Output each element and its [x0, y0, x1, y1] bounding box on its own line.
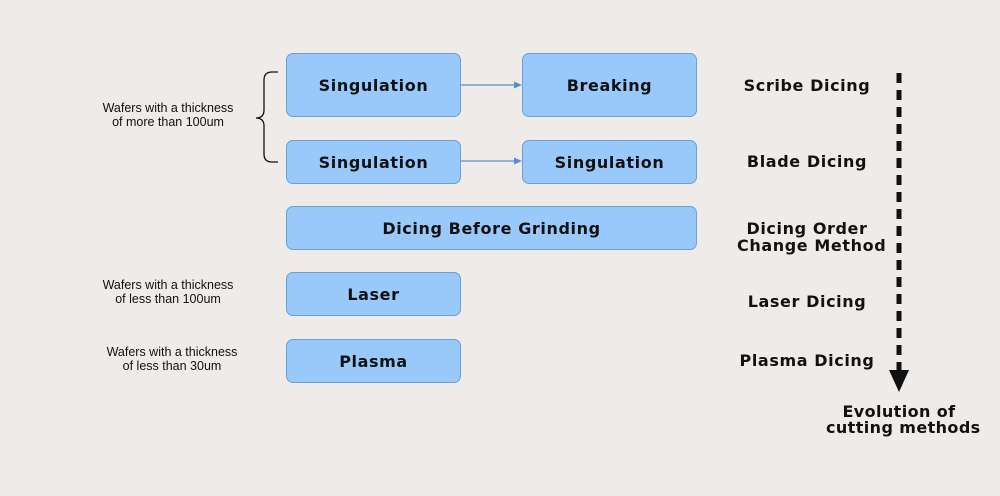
evolution-caption-line1: Evolution of: [842, 402, 956, 421]
note-thin30-wafers: Wafers with a thickness of less than 30u…: [92, 345, 252, 373]
note-thick-wafers: Wafers with a thickness of more than 100…: [88, 101, 248, 129]
method-plasma-dicing: Plasma Dicing: [739, 351, 875, 370]
note-thick-line1: Wafers with a thickness: [102, 101, 234, 115]
method-dicing-order-line2: Change Method: [737, 236, 887, 255]
blade-singulation-box-2: Singulation: [522, 140, 697, 184]
method-dicing-order-line1: Dicing Order: [746, 219, 868, 238]
scribe-flow-arrow-head: [514, 81, 522, 89]
evolution-caption-line2: cutting methods: [826, 418, 981, 437]
note-thin30-line2: of less than 30um: [122, 359, 222, 373]
plasma-box: Plasma: [286, 339, 461, 383]
evolution-caption: Evolution of cutting methods: [826, 402, 981, 437]
blade-flow-arrow-head: [514, 157, 522, 165]
note-thin100-line1: Wafers with a thickness: [102, 278, 234, 292]
blade-singulation-box-1: Singulation: [286, 140, 461, 184]
laser-box: Laser: [286, 272, 461, 316]
note-thick-line2: of more than 100um: [112, 115, 224, 129]
method-dicing-order-change: Dicing Order Change Method: [737, 219, 887, 255]
scribe-singulation-box: Singulation: [286, 53, 461, 117]
dicing-before-grinding-box: Dicing Before Grinding: [286, 206, 697, 250]
note-thin100-wafers: Wafers with a thickness of less than 100…: [88, 278, 248, 306]
evolution-arrow-head: [889, 370, 909, 392]
note-thin100-line2: of less than 100um: [115, 292, 221, 306]
method-scribe-dicing: Scribe Dicing: [743, 76, 871, 95]
method-blade-dicing: Blade Dicing: [746, 152, 868, 171]
thickness-brace: [255, 71, 278, 163]
scribe-breaking-box: Breaking: [522, 53, 697, 117]
method-laser-dicing: Laser Dicing: [747, 292, 867, 311]
note-thin30-line1: Wafers with a thickness: [106, 345, 238, 359]
